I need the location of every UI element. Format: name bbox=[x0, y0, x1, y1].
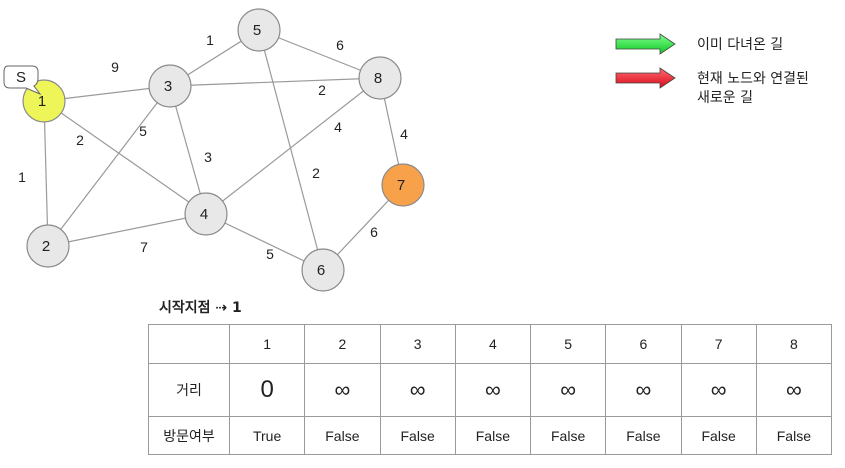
edge-5-6 bbox=[258, 29, 324, 271]
node-label-2: 2 bbox=[42, 238, 50, 255]
distance-cell-5: ∞ bbox=[529, 363, 607, 417]
edge-weight-7-6: 6 bbox=[370, 224, 378, 240]
edge-3-2 bbox=[47, 85, 171, 247]
red-arrow-icon bbox=[615, 67, 676, 89]
visited-cell-5: False bbox=[529, 416, 607, 455]
graph-diagram: 9 2 1 1 2 5 3 6 2 4 4 7 5 6 1 2 3 4 5 6 7 8 S 이미 다녀온 길현재 노드와… bbox=[3, 8, 809, 292]
column-header-6: 6 bbox=[605, 324, 682, 364]
edge-3-8 bbox=[169, 77, 381, 87]
node-label-5: 5 bbox=[253, 22, 261, 39]
column-header-7: 7 bbox=[680, 324, 757, 364]
table-corner-cell bbox=[148, 324, 230, 364]
edge-weight-1-4: 2 bbox=[76, 132, 84, 148]
distance-cell-4: ∞ bbox=[454, 363, 532, 417]
edge-1-4 bbox=[43, 100, 207, 215]
node-label-1: 1 bbox=[38, 93, 46, 110]
edge-5-8 bbox=[258, 29, 381, 79]
start-callout: S bbox=[3, 65, 42, 96]
node-3: 3 bbox=[148, 64, 192, 108]
green-arrow-icon bbox=[615, 33, 676, 55]
node-circle-7 bbox=[381, 163, 425, 207]
visited-cell-4: False bbox=[454, 416, 532, 455]
edge-weight-3-8: 2 bbox=[318, 82, 326, 98]
edge-weight-2-4: 7 bbox=[140, 239, 148, 255]
legend-text: 새로운 길 bbox=[697, 90, 753, 106]
distance-row-label: 거리 bbox=[148, 363, 230, 417]
edge-weight-4-6: 5 bbox=[266, 246, 274, 262]
visited-cell-2: False bbox=[304, 416, 381, 455]
node-circle-2 bbox=[26, 224, 70, 268]
edge-4-6 bbox=[205, 213, 324, 271]
node-5: 5 bbox=[237, 8, 281, 52]
distance-cell-6: ∞ bbox=[605, 363, 682, 417]
node-8: 8 bbox=[358, 56, 402, 100]
node-circle-5 bbox=[237, 8, 281, 52]
visited-cell-3: False bbox=[379, 416, 456, 455]
column-header-3: 3 bbox=[379, 324, 456, 364]
distance-cell-8: ∞ bbox=[755, 363, 833, 417]
edge-weight-3-2: 5 bbox=[139, 123, 147, 139]
node-circle-4 bbox=[184, 192, 228, 236]
column-header-4: 4 bbox=[454, 324, 532, 364]
distance-cell-1: 0 bbox=[228, 363, 306, 417]
legend-text: 이미 다녀온 길 bbox=[697, 37, 783, 53]
distance-cell-3: ∞ bbox=[379, 363, 456, 417]
distance-cell-7: ∞ bbox=[680, 363, 757, 417]
edge-2-4 bbox=[47, 213, 207, 247]
node-7: 7 bbox=[381, 163, 425, 207]
node-label-7: 7 bbox=[397, 177, 405, 194]
node-6: 6 bbox=[301, 248, 345, 292]
edge-weight-3-4: 3 bbox=[204, 149, 212, 165]
node-circle-3 bbox=[148, 64, 192, 108]
node-2: 2 bbox=[26, 224, 70, 268]
start-point-title: 시작지점 ⇢ 1 bbox=[159, 300, 242, 316]
visited-row-label: 방문여부 bbox=[148, 416, 230, 455]
visited-cell-7: False bbox=[680, 416, 757, 455]
edge-weight-5-6: 2 bbox=[312, 165, 320, 181]
edge-weight-5-8: 6 bbox=[336, 37, 344, 53]
node-label-8: 8 bbox=[374, 70, 382, 87]
distance-cell-2: ∞ bbox=[304, 363, 381, 417]
edge-8-4 bbox=[205, 77, 381, 215]
nodes-layer: 1 2 3 4 5 6 7 8 bbox=[22, 8, 425, 292]
column-header-1: 1 bbox=[228, 324, 306, 364]
edge-weight-3-5: 1 bbox=[206, 32, 214, 48]
visited-cell-6: False bbox=[605, 416, 682, 455]
column-header-5: 5 bbox=[529, 324, 607, 364]
edge-weight-1-2: 1 bbox=[18, 169, 26, 185]
start-label: S bbox=[16, 69, 26, 86]
node-circle-6 bbox=[301, 248, 345, 292]
distance-row: 거리 0∞∞∞∞∞∞∞ bbox=[148, 363, 833, 417]
node-label-3: 3 bbox=[164, 78, 172, 95]
legend-text: 현재 노드와 연결된 bbox=[697, 71, 809, 87]
edge-weight-8-7: 4 bbox=[400, 126, 408, 142]
edge-3-4 bbox=[169, 85, 207, 215]
column-header-2: 2 bbox=[304, 324, 381, 364]
node-4: 4 bbox=[184, 192, 228, 236]
edge-weight-1-3: 9 bbox=[111, 59, 119, 75]
edge-1-2 bbox=[43, 100, 49, 247]
edge-weight-8-4: 4 bbox=[334, 119, 342, 135]
node-label-4: 4 bbox=[200, 206, 208, 223]
visited-cell-1: True bbox=[228, 416, 306, 455]
node-label-6: 6 bbox=[317, 262, 325, 279]
node-circle-8 bbox=[358, 56, 402, 100]
visited-cell-8: False bbox=[755, 416, 833, 455]
column-header-8: 8 bbox=[755, 324, 833, 364]
